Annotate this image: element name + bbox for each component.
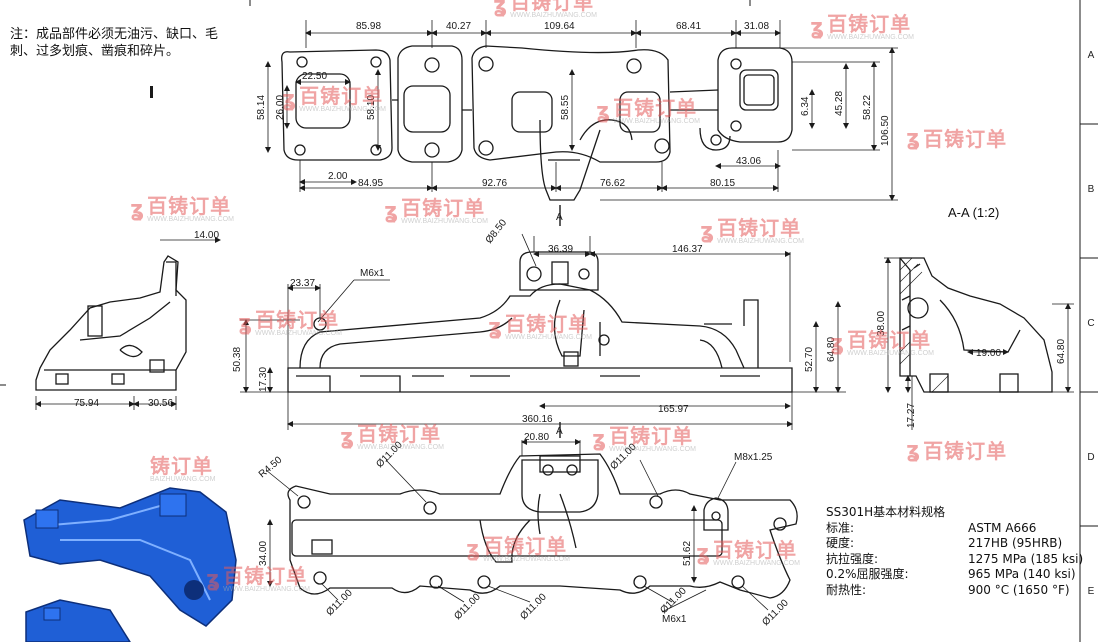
dim-17-27: 17.27: [906, 403, 917, 428]
dim-d11-g: Ø11.00: [760, 597, 791, 628]
dim-2-00: 2.00: [328, 171, 348, 182]
spec-row: 硬度:217HB (95HRB): [826, 536, 1063, 551]
section-labels: 38.00 64.80 19.00 17.27: [876, 311, 1067, 428]
zone-label-b: B: [1087, 184, 1095, 195]
top-view-dimensions: [265, 20, 898, 438]
front-view-labels: Ø8.50 36.39 146.37 M6x1 23.37 50.38 17.3…: [232, 217, 837, 425]
left-side-view: [35, 255, 187, 391]
dim-d11-c: Ø11.00: [324, 587, 355, 618]
label-m8x1-25: M8x1.25: [734, 452, 773, 463]
dim-64-80-front: 64.80: [826, 337, 837, 362]
spec-row: 耐热性:900 °C (1650 °F): [826, 582, 1070, 597]
dim-22-50: 22.50: [302, 71, 327, 82]
dim-58-22: 58.22: [862, 95, 873, 120]
dim-58-55: 58.55: [560, 95, 571, 120]
dim-d8-50: Ø8.50: [484, 217, 510, 246]
dim-31-08: 31.08: [744, 21, 769, 32]
dim-34-00: 34.00: [258, 541, 269, 566]
top-view-labels: 85.98 40.27 109.64 68.41 31.08 22.50 58.…: [256, 21, 891, 437]
dim-40-27: 40.27: [446, 21, 471, 32]
dim-30-56: 30.56: [148, 398, 173, 409]
dim-84-95: 84.95: [358, 178, 383, 189]
dim-165-97: 165.97: [658, 404, 689, 415]
section-mark-a-bottom: A: [556, 426, 563, 437]
dim-38-00: 38.00: [876, 311, 887, 336]
dim-51-62: 51.62: [682, 541, 693, 566]
spec-row: 0.2%屈服强度:965 MPa (140 ksi): [826, 567, 1076, 582]
dim-20-80: 20.80: [524, 432, 549, 443]
dim-36-39: 36.39: [548, 244, 573, 255]
dim-109-64: 109.64: [544, 21, 575, 32]
dim-76-62: 76.62: [600, 178, 625, 189]
front-view: [287, 251, 793, 393]
bottom-view: [287, 453, 798, 599]
section-mark-a-top: A: [556, 212, 563, 223]
spec-row: 标准:ASTM A666: [826, 520, 1037, 535]
dim-64-80-section: 64.80: [1056, 339, 1067, 364]
label-m6x1-front: M6x1: [360, 268, 385, 279]
dim-146-37: 146.37: [672, 244, 703, 255]
zone-label-d: D: [1087, 452, 1095, 463]
dim-52-70: 52.70: [804, 347, 815, 372]
zone-label-e: E: [1087, 586, 1095, 597]
stray-mark: [150, 86, 153, 98]
front-view-dimensions: [240, 233, 846, 430]
section-a-a-view: [899, 257, 1053, 393]
dim-43-06: 43.06: [736, 156, 761, 167]
dim-45-28: 45.28: [834, 91, 845, 116]
dim-58-14: 58.14: [256, 95, 267, 120]
dim-58-10: 58.10: [366, 95, 377, 120]
top-view: [281, 45, 793, 201]
spec-row: 抗拉强度:1275 MPa (185 ksi): [826, 551, 1084, 566]
dim-d11-a: Ø11.00: [374, 439, 405, 470]
note-text: 注：成品部件必须无油污、缺口、毛 刺、过多划痕、凿痕和碎片。: [10, 27, 219, 59]
dim-6-34: 6.34: [800, 96, 811, 116]
material-spec: SS301H基本材料规格 标准:ASTM A666 硬度:217HB (95HR…: [826, 505, 1088, 599]
dim-23-37: 23.37: [290, 278, 315, 289]
render-3d: [23, 487, 237, 642]
dim-14-00: 14.00: [194, 230, 219, 241]
dim-80-15: 80.15: [710, 178, 735, 189]
dim-85-98: 85.98: [356, 21, 381, 32]
dim-50-38: 50.38: [232, 347, 243, 372]
dim-68-41: 68.41: [676, 21, 701, 32]
dim-17-30: 17.30: [258, 367, 269, 392]
dim-360-16: 360.16: [522, 414, 553, 425]
section-dimensions: [884, 257, 1074, 430]
left-view-dimensions: [35, 237, 221, 410]
dim-r4-50: R4.50: [257, 454, 285, 480]
dim-d11-b: Ø11.00: [608, 441, 639, 472]
dim-d11-e: Ø11.00: [518, 591, 549, 622]
dim-106-50: 106.50: [880, 115, 891, 146]
zone-label-c: C: [1087, 318, 1095, 329]
spec-title: SS301H基本材料规格: [826, 505, 946, 519]
bottom-view-dimensions: [265, 439, 769, 613]
dim-19-00: 19.00: [976, 348, 1001, 359]
section-hatching: [899, 257, 949, 393]
dim-75-94: 75.94: [74, 398, 99, 409]
section-a-a-title: A-A (1:2): [948, 205, 1000, 220]
zone-label-a: A: [1087, 50, 1095, 61]
dim-26-00: 26.00: [275, 95, 286, 120]
dim-92-76: 92.76: [482, 178, 507, 189]
dim-d11-d: Ø11.00: [452, 591, 483, 622]
label-m6x1-bottom: M6x1: [662, 614, 687, 625]
left-view-labels: 14.00 75.94 30.56: [74, 230, 219, 409]
